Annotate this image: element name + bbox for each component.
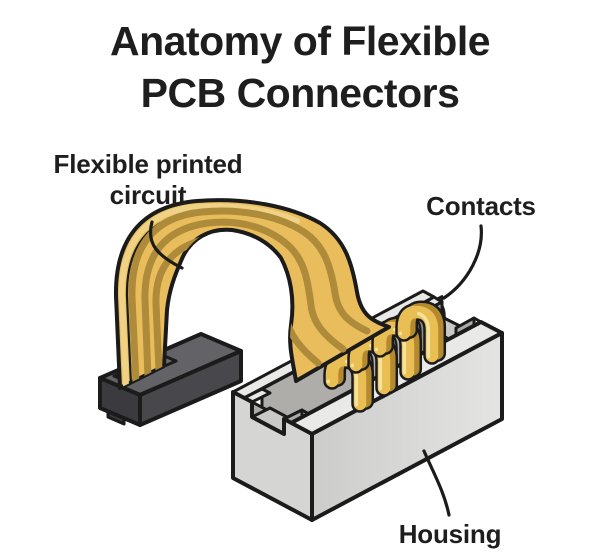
contact-pin xyxy=(395,300,447,365)
label-contacts: Contacts xyxy=(426,191,536,221)
contacts-graphic xyxy=(323,300,447,413)
leader-line-housing xyxy=(422,449,451,517)
label-flexible-printed-circuit: Flexible printed circuit xyxy=(53,149,243,211)
leader-line-contacts xyxy=(442,224,483,300)
housing-front-face xyxy=(310,331,504,522)
label-housing: Housing xyxy=(398,519,502,549)
leader-line-flexible-circuit xyxy=(149,220,184,270)
housing-left-face xyxy=(231,390,314,522)
page-title: Anatomy of Flexible PCB Connectors xyxy=(109,18,491,116)
housing-graphic xyxy=(231,289,504,522)
